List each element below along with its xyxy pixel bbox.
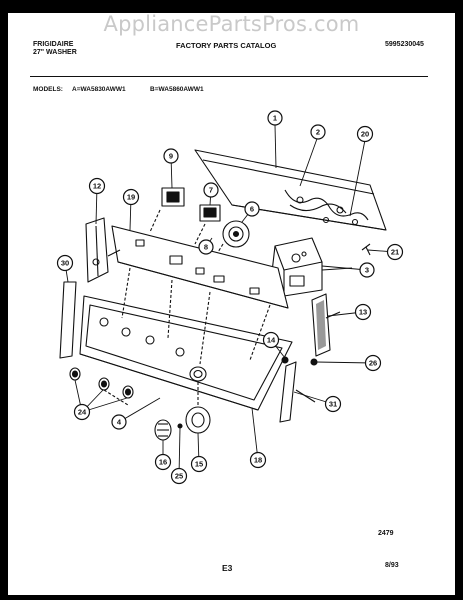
left-trim-strip — [59, 281, 77, 359]
callout-18: 18 — [249, 451, 267, 469]
svg-text:15: 15 — [195, 460, 203, 469]
svg-text:20: 20 — [361, 130, 369, 139]
svg-text:6: 6 — [250, 205, 254, 214]
callout-30: 30 — [56, 254, 74, 272]
timer-knob — [177, 406, 211, 434]
svg-text:30: 30 — [61, 259, 69, 268]
callout-8: 8 — [198, 239, 214, 255]
callout-7: 7 — [203, 182, 219, 198]
callout-13: 13 — [354, 303, 372, 321]
callout-3: 3 — [359, 262, 375, 278]
watermark: AppliancePartsPros.com — [103, 12, 360, 36]
models-label: MODELS: — [33, 86, 63, 93]
svg-text:4: 4 — [117, 418, 122, 427]
right-trim-strip — [279, 361, 316, 423]
svg-text:21: 21 — [391, 248, 399, 257]
right-end-cap — [311, 293, 341, 357]
revision-date: 8/93 — [385, 562, 399, 569]
page-number: E3 — [222, 563, 233, 573]
svg-text:8: 8 — [204, 243, 208, 252]
callout-14: 14 — [262, 331, 280, 349]
header-rule — [30, 76, 428, 77]
callout-20: 20 — [356, 125, 374, 143]
callout-25: 25 — [170, 467, 188, 485]
model-b: B=WA5860AWW1 — [150, 86, 204, 93]
catalog-title: FACTORY PARTS CATALOG — [176, 41, 277, 50]
svg-text:26: 26 — [369, 359, 377, 368]
callout-26: 26 — [364, 354, 382, 372]
control-knob — [154, 419, 172, 441]
product-label: 27" WASHER — [33, 49, 77, 56]
svg-text:14: 14 — [267, 336, 276, 345]
front-control-panel — [79, 295, 293, 411]
model-a: A=WA5830AWW1 — [72, 86, 126, 93]
callout-6: 6 — [244, 201, 260, 217]
callout-4: 4 — [111, 414, 127, 430]
wire-clip — [361, 243, 371, 256]
knob-caps — [69, 367, 134, 399]
timer-assembly — [271, 237, 353, 297]
svg-text:31: 31 — [329, 400, 337, 409]
callout-2: 2 — [310, 124, 326, 140]
console-panel — [107, 225, 289, 309]
brand-label: FRIGIDAIRE — [33, 41, 74, 48]
left-end-cap — [85, 217, 109, 283]
svg-text:16: 16 — [159, 458, 167, 467]
drawing-number: 2479 — [378, 530, 394, 537]
catalog-number: 5995230045 — [385, 41, 424, 48]
rotary-switch — [194, 204, 221, 245]
svg-text:25: 25 — [175, 472, 183, 481]
callout-24: 24 — [73, 403, 91, 421]
svg-text:3: 3 — [365, 266, 369, 275]
callout-12: 12 — [88, 177, 106, 195]
svg-text:12: 12 — [93, 182, 101, 191]
selector-switch — [149, 187, 185, 233]
svg-text:1: 1 — [273, 114, 277, 123]
panel-top-part — [194, 149, 387, 231]
callout-16: 16 — [154, 453, 172, 471]
callout-9: 9 — [163, 148, 179, 164]
svg-text:2: 2 — [316, 128, 320, 137]
svg-text:13: 13 — [359, 308, 367, 317]
svg-text:19: 19 — [127, 193, 135, 202]
svg-text:7: 7 — [209, 186, 213, 195]
svg-text:18: 18 — [254, 456, 262, 465]
callout-15: 15 — [190, 455, 208, 473]
callout-31: 31 — [324, 395, 342, 413]
svg-text:9: 9 — [169, 152, 173, 161]
screw — [281, 356, 289, 364]
callout-19: 19 — [122, 188, 140, 206]
catalog-sheet — [8, 13, 455, 595]
callout-labels: 1 2 20 9 7 6 8 21 3 12 19 30 13 14 26 31… — [56, 110, 404, 485]
callout-21: 21 — [386, 243, 404, 261]
callout-1: 1 — [267, 110, 283, 126]
svg-text:24: 24 — [78, 408, 87, 417]
